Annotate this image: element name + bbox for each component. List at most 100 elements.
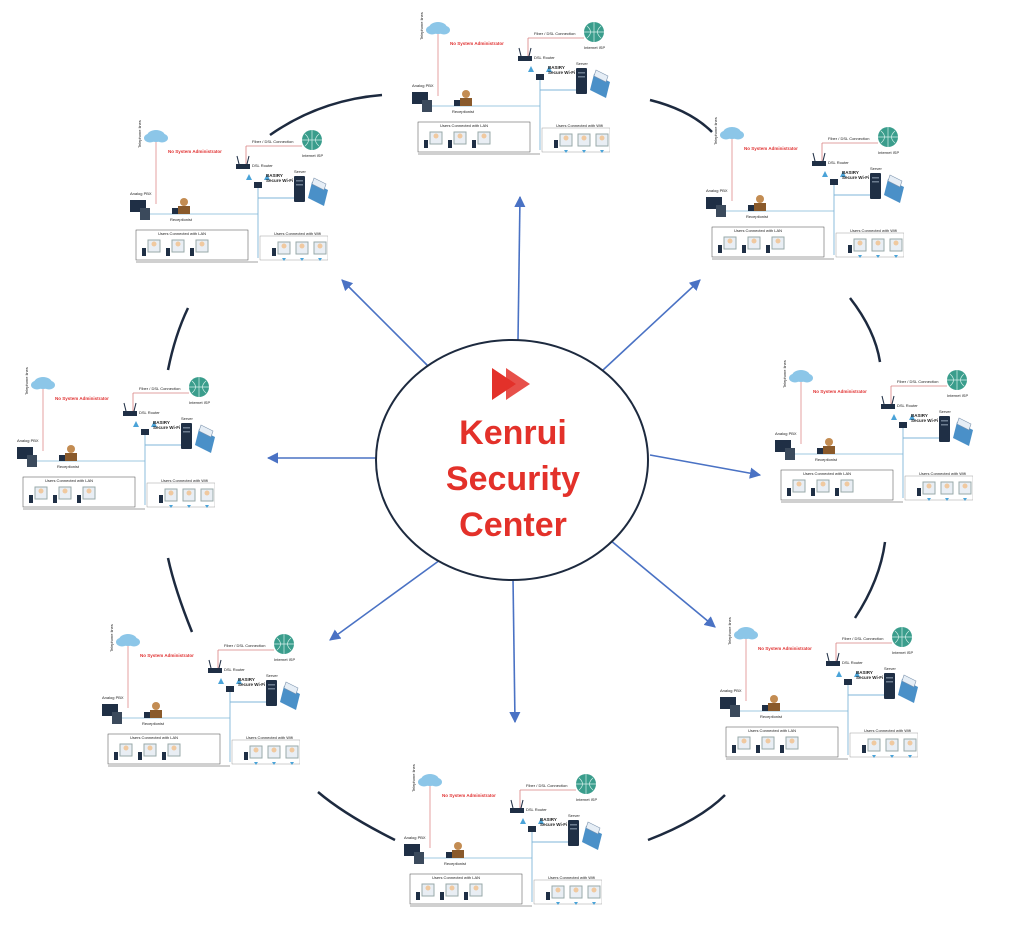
- fiber-dsl-label: Fiber / DSL Connection: [842, 636, 884, 641]
- no-admin-label: No System Administrator: [140, 653, 194, 658]
- fiber-dsl-label: Fiber / DSL Connection: [897, 379, 939, 384]
- globe-icon: [878, 127, 898, 147]
- wifi-access-point-icon: [246, 174, 270, 188]
- lan-users: [416, 883, 483, 900]
- cloud-icon: [418, 774, 442, 787]
- site-left: Telephone lines No System Administrator …: [15, 367, 215, 515]
- analog-pbx-label: Analog PBX: [102, 695, 124, 700]
- ring-arc: [166, 307, 190, 371]
- printer-icon: [898, 674, 918, 703]
- lan-users: [114, 743, 181, 760]
- router-icon: [812, 152, 826, 166]
- router-icon: [236, 155, 250, 169]
- lan-users: [787, 479, 854, 496]
- dsl-router-label: DSL Router: [534, 55, 555, 60]
- router-icon: [518, 47, 532, 61]
- analog-pbx-label: Analog PBX: [720, 688, 742, 693]
- telephone-lines-label: Telephone lines: [713, 117, 718, 145]
- wifi-users: [554, 133, 609, 153]
- internet-isp-label: Internet ISP: [302, 153, 324, 158]
- cloud-icon: [426, 22, 450, 35]
- users-wifi-label: Users Connected with Wifi: [919, 471, 966, 476]
- receptionist-icon: [762, 695, 780, 711]
- no-admin-label: No System Administrator: [168, 149, 222, 154]
- no-admin-label: No System Administrator: [744, 146, 798, 151]
- server-icon: [870, 173, 881, 199]
- internet-isp-label: Internet ISP: [947, 393, 969, 398]
- ring-arc: [649, 98, 713, 133]
- site-graphics: [412, 22, 610, 155]
- analog-pbx-label: Analog PBX: [412, 83, 434, 88]
- receptionist-label: Receptionist: [444, 861, 467, 866]
- server-icon: [568, 820, 579, 846]
- internet-isp-label: Internet ISP: [576, 797, 598, 802]
- users-lan-label: Users Connected with LAN: [432, 875, 481, 880]
- ring-arc: [647, 794, 726, 842]
- ring-arcs: [166, 93, 887, 842]
- receptionist-label: Receptionist: [815, 457, 838, 462]
- dsl-router-label: DSL Router: [139, 410, 160, 415]
- server-label: Server: [870, 166, 882, 171]
- secure-wifi-label: Secure Wi-Fi: [842, 175, 870, 180]
- telephone-lines-label: Telephone lines: [727, 617, 732, 645]
- pbx-phone-icon: [130, 200, 150, 220]
- ring-arc: [853, 541, 887, 619]
- wifi-access-point-icon: [520, 818, 544, 832]
- pbx-phone-icon: [720, 697, 740, 717]
- lan-users: [424, 131, 491, 148]
- printer-icon: [195, 424, 215, 453]
- basiry-label: BASIRY: [540, 817, 557, 822]
- users-lan-label: Users Connected with LAN: [45, 478, 94, 483]
- printer-icon: [308, 177, 328, 206]
- fiber-dsl-label: Fiber / DSL Connection: [252, 139, 294, 144]
- router-icon: [123, 402, 137, 416]
- no-admin-label: No System Administrator: [758, 646, 812, 651]
- ring-arc: [166, 557, 194, 633]
- receptionist-label: Receptionist: [452, 109, 475, 114]
- router-icon: [826, 652, 840, 666]
- globe-icon: [584, 22, 604, 42]
- telephone-lines-label: Telephone lines: [109, 624, 114, 652]
- site-top: Telephone lines No System Administrator …: [410, 12, 610, 160]
- ring-arc: [317, 791, 396, 842]
- internet-isp-label: Internet ISP: [274, 657, 296, 662]
- pbx-phone-icon: [775, 440, 795, 460]
- server-label: Server: [181, 416, 193, 421]
- site-graphics: [102, 634, 300, 767]
- router-icon: [881, 395, 895, 409]
- internet-isp-label: Internet ISP: [892, 650, 914, 655]
- users-lan-label: Users Connected with LAN: [748, 728, 797, 733]
- secure-wifi-label: Secure Wi-Fi: [548, 70, 576, 75]
- site-graphics: [404, 774, 602, 907]
- users-wifi-label: Users Connected with Wifi: [274, 231, 321, 236]
- server-label: Server: [266, 673, 278, 678]
- printer-icon: [590, 69, 610, 98]
- wifi-access-point-icon: [822, 171, 846, 185]
- arrow-lower-left: [329, 559, 441, 641]
- fiber-dsl-label: Fiber / DSL Connection: [224, 643, 266, 648]
- lan-users: [142, 239, 209, 256]
- site-lower-right: Telephone lines No System Administrator …: [718, 617, 918, 765]
- telephone-lines-label: Telephone lines: [24, 367, 29, 395]
- pbx-phone-icon: [404, 844, 424, 864]
- fiber-dsl-label: Fiber / DSL Connection: [526, 783, 568, 788]
- dsl-router-label: DSL Router: [224, 667, 245, 672]
- wifi-users: [848, 238, 903, 258]
- receptionist-icon: [748, 195, 766, 211]
- server-label: Server: [568, 813, 580, 818]
- site-graphics: [775, 370, 973, 503]
- globe-icon: [189, 377, 209, 397]
- wifi-access-point-icon: [528, 66, 552, 80]
- site-right: Telephone lines No System Administrator …: [773, 360, 973, 508]
- basiry-label: BASIRY: [548, 65, 565, 70]
- dsl-router-label: DSL Router: [897, 403, 918, 408]
- pbx-phone-icon: [17, 447, 37, 467]
- ring-arc: [849, 297, 882, 363]
- globe-icon: [947, 370, 967, 390]
- fiber-dsl-label: Fiber / DSL Connection: [828, 136, 870, 141]
- receptionist-label: Receptionist: [760, 714, 783, 719]
- globe-icon: [302, 130, 322, 150]
- secure-wifi-label: Secure Wi-Fi: [911, 418, 939, 423]
- telephone-lines-label: Telephone lines: [419, 12, 424, 40]
- lan-users: [732, 736, 799, 753]
